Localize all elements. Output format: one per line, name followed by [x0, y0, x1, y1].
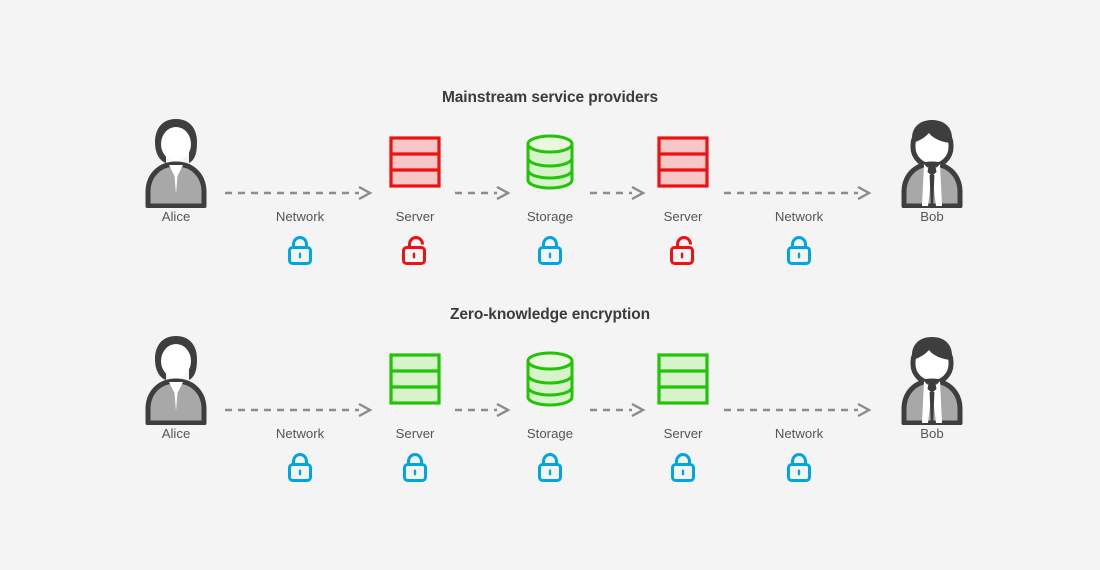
stage-label: Server	[663, 209, 703, 224]
stage-strip-mainstream: Alice Network	[0, 114, 1100, 274]
network-arrow-placeholder	[739, 114, 859, 209]
stage-label: Bob	[920, 209, 944, 224]
stage-alice-top: Alice	[116, 114, 236, 268]
network-arrow-placeholder	[240, 331, 360, 426]
arrow-server-to-storage	[455, 402, 513, 418]
stage-label: Network	[275, 209, 325, 224]
arrow-storage-to-server	[590, 402, 648, 418]
stage-network-right-top: Network	[739, 114, 859, 268]
lock-closed-icon	[623, 451, 743, 485]
diagram-row-zero-knowledge: Zero-knowledge encryption	[0, 305, 1100, 491]
server-icon	[355, 114, 475, 209]
stage-label: Network	[774, 426, 824, 441]
stage-network-left-top: Network	[240, 114, 360, 268]
stage-label: Bob	[920, 426, 944, 441]
row-title-zero-knowledge: Zero-knowledge encryption	[450, 306, 650, 323]
stage-label: Alice	[161, 426, 191, 441]
arrow-server-to-storage	[455, 185, 513, 201]
lock-slot-empty	[116, 234, 236, 268]
arrow-server-to-bob	[724, 185, 874, 201]
stage-network-left-bottom: Network	[240, 331, 360, 485]
lock-open-icon	[623, 234, 743, 268]
arrow-alice-to-server	[225, 402, 375, 418]
stage-label: Server	[663, 426, 703, 441]
person-female-icon	[116, 331, 236, 426]
stage-server-left-bottom: Server	[355, 331, 475, 485]
diagram-row-mainstream: Mainstream service providers	[0, 88, 1100, 274]
lock-closed-icon	[355, 451, 475, 485]
lock-closed-icon	[490, 451, 610, 485]
lock-closed-icon	[240, 234, 360, 268]
person-female-icon	[116, 114, 236, 209]
stage-server-left-top: Server	[355, 114, 475, 268]
lock-slot-empty	[872, 451, 992, 485]
storage-icon	[490, 114, 610, 209]
stage-bob-top: Bob	[872, 114, 992, 268]
stage-strip-zero-knowledge: Alice Network	[0, 331, 1100, 491]
stage-label: Network	[275, 426, 325, 441]
stage-bob-bottom: Bob	[872, 331, 992, 485]
storage-icon	[490, 331, 610, 426]
stage-storage-bottom: Storage	[490, 331, 610, 485]
stage-label: Storage	[526, 426, 574, 441]
lock-closed-icon	[739, 234, 859, 268]
lock-open-icon	[355, 234, 475, 268]
stage-alice-bottom: Alice	[116, 331, 236, 485]
row-title-mainstream: Mainstream service providers	[441, 89, 659, 106]
lock-slot-empty	[872, 234, 992, 268]
arrow-server-to-bob	[724, 402, 874, 418]
arrow-alice-to-server	[225, 185, 375, 201]
network-arrow-placeholder	[739, 331, 859, 426]
stage-label: Network	[774, 209, 824, 224]
arrow-storage-to-server	[590, 185, 648, 201]
server-icon	[623, 331, 743, 426]
lock-closed-icon	[739, 451, 859, 485]
stage-server-right-top: Server	[623, 114, 743, 268]
lock-closed-icon	[240, 451, 360, 485]
stage-server-right-bottom: Server	[623, 331, 743, 485]
person-male-icon	[872, 114, 992, 209]
network-arrow-placeholder	[240, 114, 360, 209]
stage-label: Server	[395, 426, 435, 441]
server-icon	[623, 114, 743, 209]
person-male-icon	[872, 331, 992, 426]
stage-label: Server	[395, 209, 435, 224]
stage-network-right-bottom: Network	[739, 331, 859, 485]
server-icon	[355, 331, 475, 426]
stage-label: Alice	[161, 209, 191, 224]
stage-label: Storage	[526, 209, 574, 224]
stage-storage-top: Storage	[490, 114, 610, 268]
lock-closed-icon	[490, 234, 610, 268]
lock-slot-empty	[116, 451, 236, 485]
